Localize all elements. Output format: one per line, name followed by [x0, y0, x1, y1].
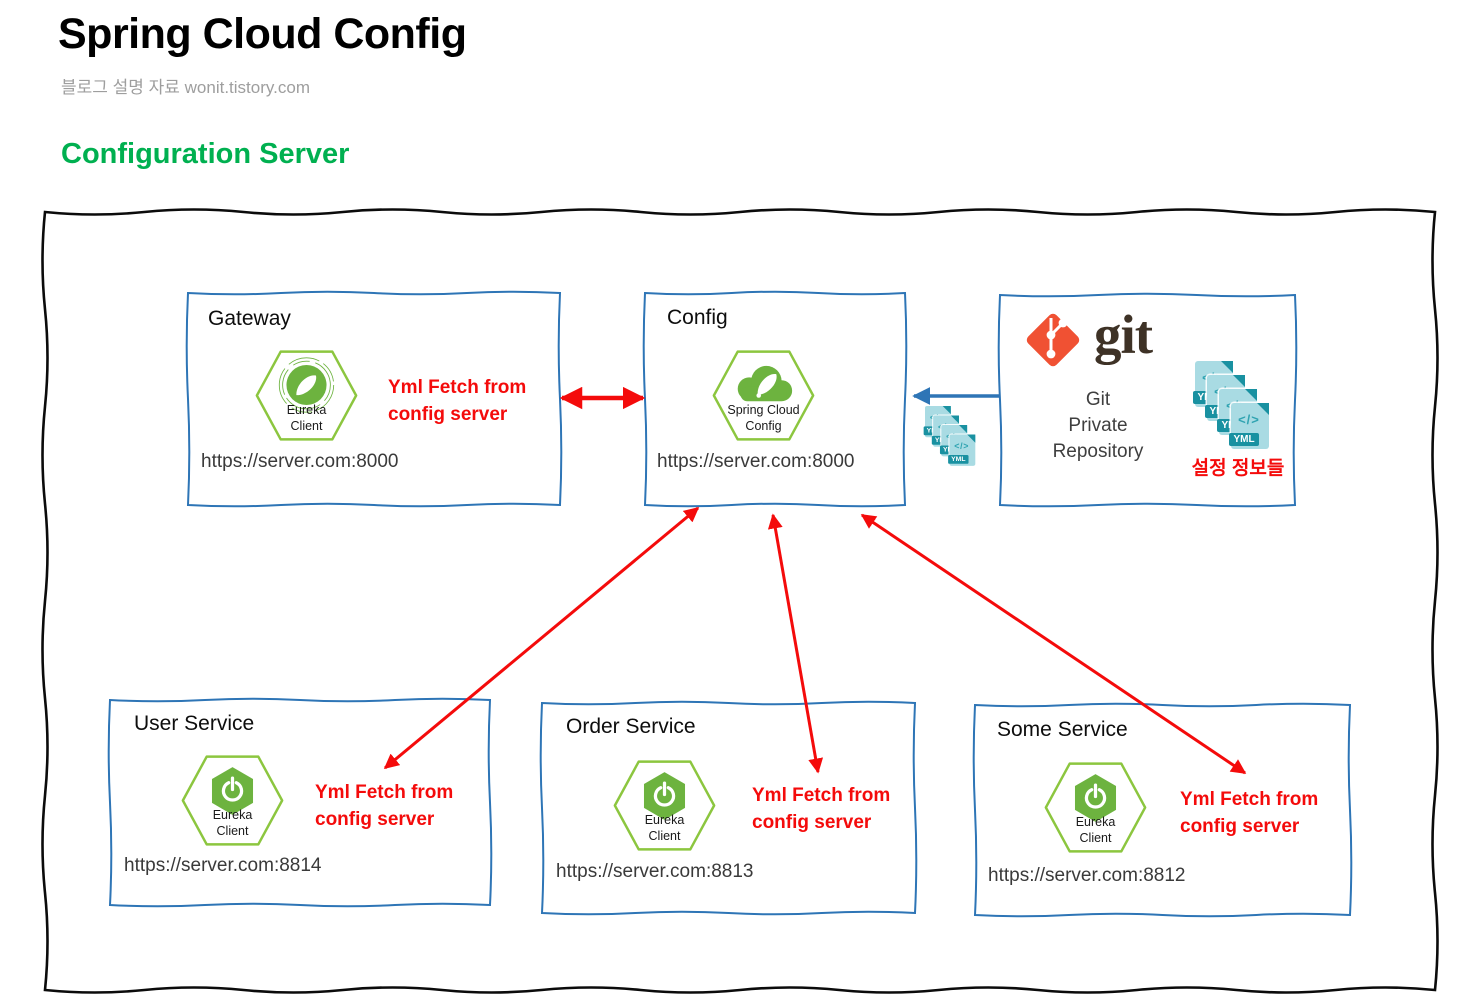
arrow-config-order-service: [767, 513, 824, 774]
node-config: Config Spring Cloud Config https://serve…: [645, 293, 905, 505]
user-service-caption: Yml Fetch from config server: [315, 782, 454, 830]
file-fold-icon: [950, 415, 959, 424]
hex-label-line1: Eureka: [286, 403, 327, 417]
file-fold-icon: [1245, 389, 1257, 401]
user-service-hex-label: Eureka Client: [212, 808, 253, 838]
git-repository-label: Git Private Repository: [1052, 389, 1144, 463]
node-order-service: Order Service Eureka Client Yml Fetch fr…: [542, 703, 915, 913]
page-subtitle: 블로그 설명 자료 wonit.tistory.com: [61, 78, 310, 97]
order-service-box-border: [539, 700, 918, 916]
file-fold-icon: [959, 425, 968, 434]
some-service-title: Some Service: [997, 718, 1128, 741]
arrow-config-user-service: [383, 506, 700, 770]
gateway-hex-label: Eureka Client: [254, 403, 359, 434]
yml-file-icon: </> YML: [1229, 403, 1269, 449]
arrow-config-some-service: [860, 513, 1247, 775]
order-service-caption: Yml Fetch from config server: [752, 785, 891, 833]
git-box-border: [997, 292, 1298, 508]
order-service-hexagon: Eureka Client: [612, 753, 717, 858]
config-hexagon: Spring Cloud Config: [711, 343, 816, 448]
user-service-title: User Service: [134, 712, 255, 735]
some-service-url: https://server.com:8812: [988, 865, 1186, 886]
node-git: git Git Private Repository </> YML </> Y…: [1000, 295, 1295, 505]
gateway-caption: Yml Fetch from config server: [388, 377, 527, 425]
user-service-url: https://server.com:8814: [124, 855, 322, 876]
gateway-title: Gateway: [208, 307, 291, 330]
gateway-url: https://server.com:8000: [201, 451, 399, 472]
order-service-hex-label: Eureka Client: [644, 813, 685, 843]
file-fold-icon: [967, 434, 976, 443]
git-caption-korean: 설정 정보들: [1191, 458, 1285, 479]
config-url: https://server.com:8000: [657, 451, 855, 472]
gateway-hexagon: Eureka Client: [254, 343, 359, 448]
file-fold-icon: [1233, 375, 1245, 387]
config-box-border: [642, 290, 908, 508]
section-heading: Configuration Server: [61, 138, 350, 170]
hex-label-line2: Client: [290, 418, 323, 433]
node-user-service: User Service Eureka Client Yml Fetch fro…: [110, 700, 490, 905]
some-service-hex-label: Eureka Client: [1075, 815, 1116, 845]
order-service-title: Order Service: [566, 715, 696, 738]
file-fold-icon: [1221, 361, 1233, 373]
user-service-hexagon: Eureka Client: [180, 748, 285, 853]
node-gateway: Gateway Eureka Client Yml Fetch from con…: [188, 293, 560, 505]
order-service-url: https://server.com:8813: [556, 861, 754, 882]
node-some-service: Some Service Eureka Client Yml Fetch fro…: [975, 705, 1350, 915]
git-logo-icon: [1026, 313, 1080, 367]
page-title: Spring Cloud Config: [58, 10, 467, 58]
user-service-box-border: [107, 697, 493, 908]
some-service-hexagon: Eureka Client: [1043, 755, 1148, 860]
yml-file-icon: </> YML: [948, 434, 976, 466]
git-wordmark: git: [1094, 304, 1153, 365]
file-fold-icon: [942, 406, 951, 415]
config-title: Config: [667, 306, 728, 329]
outer-frame-border: [41, 208, 1439, 994]
file-fold-icon: [1257, 403, 1269, 415]
config-hex-label: Spring Cloud Config: [727, 403, 800, 433]
some-service-caption: Yml Fetch from config server: [1180, 789, 1319, 837]
gateway-box-border: [185, 290, 563, 508]
